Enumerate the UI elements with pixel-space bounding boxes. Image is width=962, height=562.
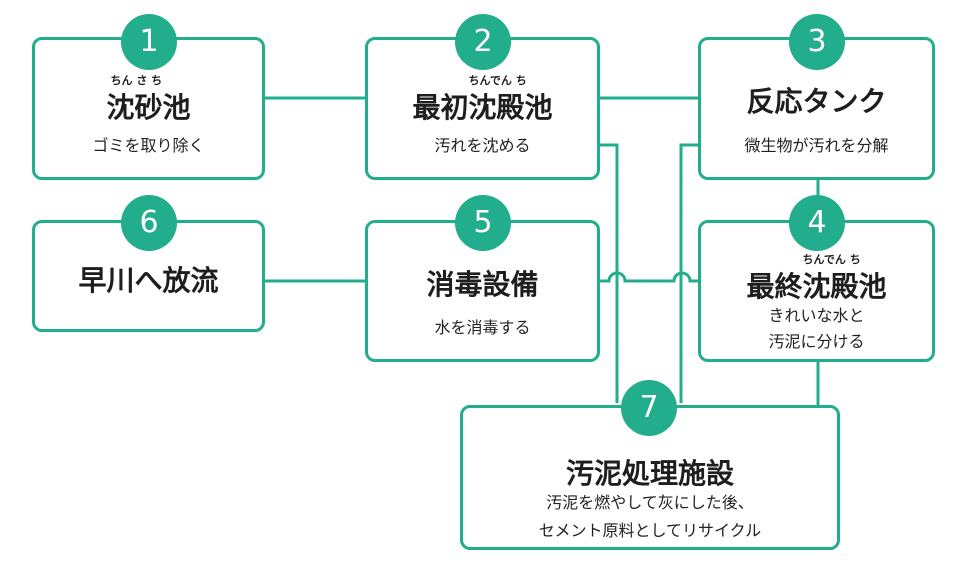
step-title-4: ちんでん ち最終沈殿池 (746, 253, 887, 303)
step-number-7: 7 (621, 380, 677, 436)
step-title-3: 反応タンク (746, 85, 887, 118)
step-desc-7b: セメント原料としてリサイクル (538, 521, 762, 540)
step-ruby-2: ちんでん ち (468, 74, 527, 87)
step-desc-1: ゴミを取り除く (92, 136, 205, 155)
step-title-7: 汚泥処理施設 (565, 457, 734, 490)
connector-4-5 (600, 271, 698, 283)
step-ruby-1: ちん さ ち (110, 74, 163, 87)
step-number-4: 4 (789, 195, 845, 251)
step-title-5: 消毒設備 (426, 268, 539, 301)
step-title-2: ちんでん ち最初沈殿池 (412, 74, 553, 124)
step-number-1: 1 (121, 14, 177, 70)
step-number-2: 2 (455, 14, 511, 70)
step-title-6: 早川へ放流 (78, 264, 219, 297)
step-ruby-4: ちんでん ち (802, 253, 861, 266)
step-desc-4a: きれいな水と (768, 306, 865, 325)
connector-2-7 (600, 143, 619, 403)
step-desc-7a: 汚泥を燃やして灰にした後、 (546, 493, 754, 512)
step-desc-3: 微生物が汚れを分解 (744, 136, 889, 155)
step-number-6: 6 (121, 195, 177, 251)
step-title-1: ちん さ ち沈砂池 (106, 74, 191, 124)
step-desc-4b: 汚泥に分ける (768, 332, 865, 351)
connector-4-7a (679, 143, 698, 403)
step-desc-2: 汚れを沈める (434, 136, 531, 155)
step-number-5: 5 (455, 195, 511, 251)
step-number-3: 3 (789, 14, 845, 70)
step-desc-5: 水を消毒する (434, 318, 531, 337)
